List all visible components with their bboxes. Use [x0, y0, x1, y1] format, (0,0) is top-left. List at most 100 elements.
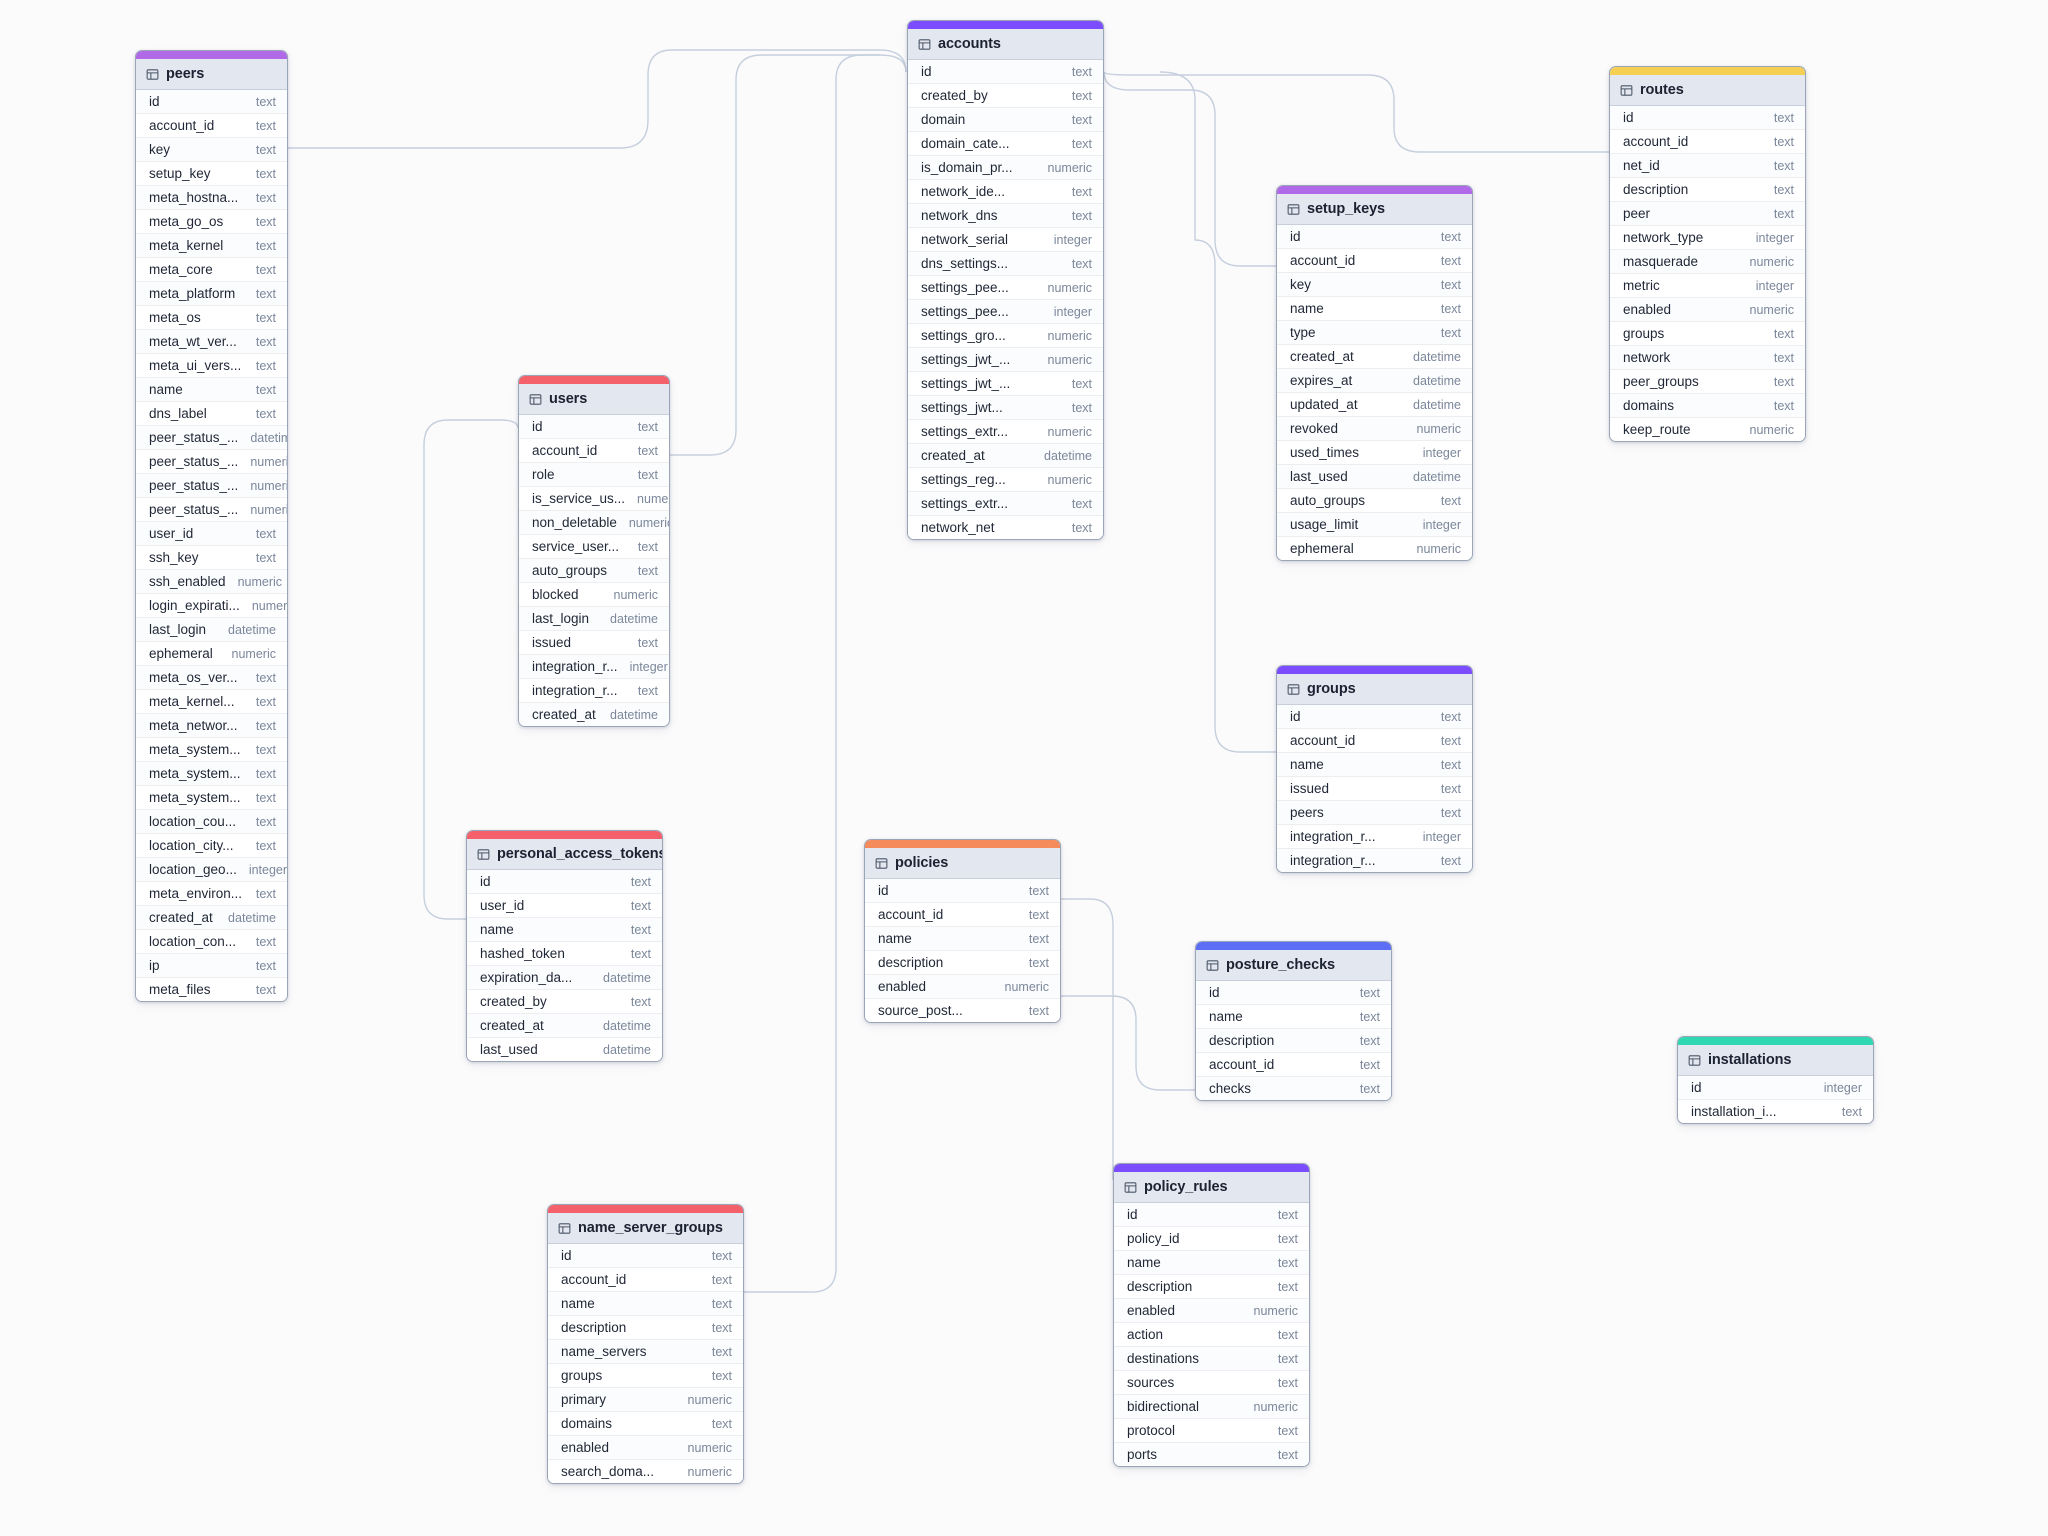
column-row[interactable]: expiration_da...datetime — [467, 966, 662, 990]
column-row[interactable]: meta_kernel...text — [136, 690, 287, 714]
column-row[interactable]: settings_reg...numeric — [908, 468, 1103, 492]
column-row[interactable]: meta_environ...text — [136, 882, 287, 906]
column-row[interactable]: integration_r...integer — [1277, 825, 1472, 849]
table-header-routes[interactable]: routes — [1610, 75, 1805, 106]
column-row[interactable]: settings_pee...numeric — [908, 276, 1103, 300]
column-row[interactable]: peer_status_...numeric — [136, 498, 287, 522]
column-row[interactable]: meta_wt_ver...text — [136, 330, 287, 354]
column-row[interactable]: settings_gro...numeric — [908, 324, 1103, 348]
column-row[interactable]: peer_status_...numeric — [136, 474, 287, 498]
column-row[interactable]: is_domain_pr...numeric — [908, 156, 1103, 180]
table-header-policy_rules[interactable]: policy_rules — [1114, 1172, 1309, 1203]
column-row[interactable]: settings_jwt...text — [908, 396, 1103, 420]
column-row[interactable]: dns_settings...text — [908, 252, 1103, 276]
table-header-installations[interactable]: installations — [1678, 1045, 1873, 1076]
column-row[interactable]: service_user...text — [519, 535, 669, 559]
table-header-posture_checks[interactable]: posture_checks — [1196, 950, 1391, 981]
column-row[interactable]: meta_hostna...text — [136, 186, 287, 210]
column-row[interactable]: login_expirati...numeric — [136, 594, 287, 618]
column-row[interactable]: meta_system...text — [136, 738, 287, 762]
table-header-policies[interactable]: policies — [865, 848, 1060, 879]
table-header-users[interactable]: users — [519, 384, 669, 415]
column-row[interactable]: meta_system...text — [136, 762, 287, 786]
column-row[interactable]: network_ide...text — [908, 180, 1103, 204]
column-row[interactable]: meta_os_ver...text — [136, 666, 287, 690]
table-header-groups[interactable]: groups — [1277, 674, 1472, 705]
column-row[interactable]: settings_extr...text — [908, 492, 1103, 516]
